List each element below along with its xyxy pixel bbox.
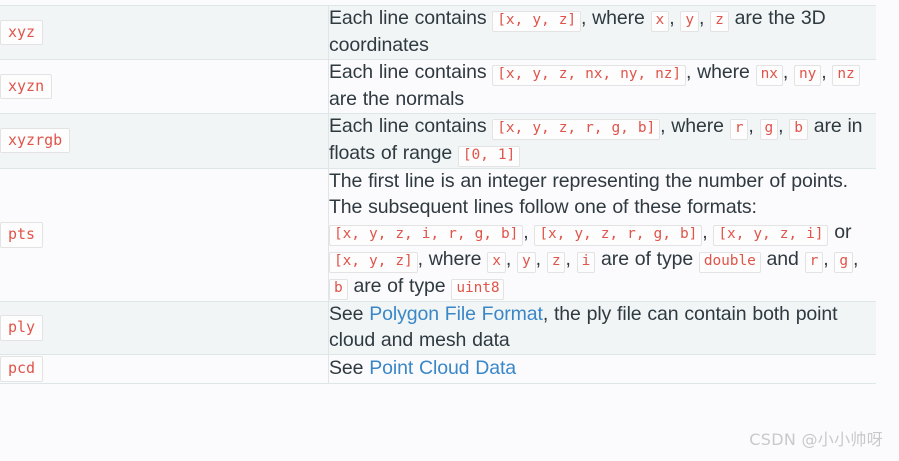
- format-cell: xyz: [0, 5, 329, 60]
- format-code-chip: xyzn: [0, 73, 53, 100]
- inline-code: [x, y, z, r, g, b]: [492, 118, 661, 140]
- inline-code: [x, y, z, nx, ny, nz]: [492, 64, 687, 86]
- inline-code: r: [729, 118, 749, 140]
- inline-code: y: [680, 11, 699, 32]
- inline-code: x: [487, 252, 506, 274]
- table-row: pts The first line is an integer represen…: [0, 168, 876, 303]
- csdn-watermark: CSDN @小小帅呀: [749, 430, 883, 449]
- description-cell: Each line contains [x, y, z], where x, y…: [328, 5, 876, 60]
- desc-text: , the ply file can contain both point cl…: [329, 303, 838, 352]
- inline-code: ny: [794, 64, 822, 86]
- desc-text: ,: [702, 221, 714, 244]
- inline-code: x: [650, 11, 670, 32]
- inline-code: nz: [832, 64, 860, 86]
- format-code-chip: pts: [0, 222, 44, 248]
- format-cell: pcd: [0, 354, 329, 384]
- description-cell: See Polygon File Format, the ply file ca…: [328, 301, 876, 356]
- inline-code: r: [804, 252, 824, 274]
- desc-text: or: [828, 221, 852, 244]
- desc-text: ,: [505, 248, 518, 271]
- format-cell: xyzrgb: [0, 113, 329, 169]
- description-cell: Each line contains [x, y, z, r, g, b], w…: [328, 113, 876, 169]
- inline-code: y: [517, 252, 536, 274]
- inline-code: [x, y, z, i, r, g, b]: [329, 225, 524, 247]
- inline-code: g: [834, 252, 853, 274]
- format-code-chip: ply: [0, 315, 44, 341]
- desc-text: ,: [853, 248, 859, 271]
- table-row: xyzrgb Each line contains [x, y, z, r, g,…: [0, 113, 876, 169]
- desc-text: See: [329, 356, 370, 379]
- doc-link[interactable]: Point Cloud Data: [369, 356, 517, 379]
- doc-link[interactable]: Polygon File Format: [369, 303, 543, 326]
- format-code-chip: xyzrgb: [0, 127, 71, 154]
- desc-text: and: [760, 248, 805, 271]
- desc-text: are the 3D coordinates: [329, 7, 826, 56]
- inline-code: z: [710, 11, 729, 32]
- format-code-chip: xyz: [0, 19, 44, 46]
- format-cell: pts: [0, 168, 329, 303]
- inline-code: [x, y, z]: [329, 252, 418, 274]
- desc-text: are in floats of range: [329, 114, 863, 164]
- desc-text: ,: [782, 60, 795, 83]
- desc-text: Each line contains: [329, 114, 493, 137]
- inline-code: g: [759, 118, 779, 140]
- desc-text: ,: [698, 7, 711, 29]
- desc-text: See: [329, 303, 370, 326]
- description-cell: The first line is an integer representin…: [328, 168, 876, 303]
- desc-text: Each line contains: [329, 7, 493, 29]
- inline-code: [x, y, z]: [492, 11, 581, 32]
- desc-text: are the normals: [329, 87, 464, 110]
- desc-text: ,: [535, 248, 547, 271]
- desc-text: , where: [417, 248, 488, 271]
- description-cell: Each line contains [x, y, z, nx, ny, nz]…: [328, 59, 876, 114]
- inline-code: b: [789, 118, 808, 140]
- desc-text: ,: [565, 248, 577, 271]
- desc-text: ,: [669, 7, 681, 29]
- desc-text: Each line contains: [329, 60, 493, 83]
- desc-text: are of type: [347, 275, 452, 298]
- table-row: pcd See Point Cloud Data: [0, 354, 876, 384]
- inline-code: uint8: [451, 279, 505, 301]
- table-row: ply See Polygon File Format, the ply file…: [0, 301, 876, 356]
- format-cell: ply: [0, 301, 329, 356]
- description-cell: See Point Cloud Data: [328, 354, 876, 384]
- inline-code: [x, y, z, i]: [713, 225, 829, 247]
- inline-code: [0, 1]: [457, 145, 521, 167]
- inline-code: b: [329, 279, 348, 301]
- desc-text: are of type: [595, 248, 699, 271]
- desc-text: , where: [686, 60, 756, 83]
- desc-text: The first line is an integer representin…: [329, 169, 848, 218]
- desc-text: , where: [580, 7, 651, 29]
- inline-code: double: [698, 252, 761, 274]
- table-row: xyzn Each line contains [x, y, z, nx, ny,…: [0, 59, 876, 114]
- format-cell: xyzn: [0, 59, 329, 114]
- inline-code: nx: [755, 64, 783, 86]
- format-code-chip: pcd: [0, 356, 44, 382]
- desc-text: ,: [821, 60, 833, 83]
- inline-code: i: [576, 252, 596, 274]
- inline-code: z: [546, 252, 566, 274]
- desc-text: , where: [660, 114, 730, 137]
- desc-text: ,: [523, 221, 535, 244]
- desc-text: ,: [748, 114, 760, 137]
- desc-text: ,: [823, 248, 835, 271]
- desc-text: ,: [778, 114, 790, 137]
- inline-code: [x, y, z, r, g, b]: [534, 225, 703, 247]
